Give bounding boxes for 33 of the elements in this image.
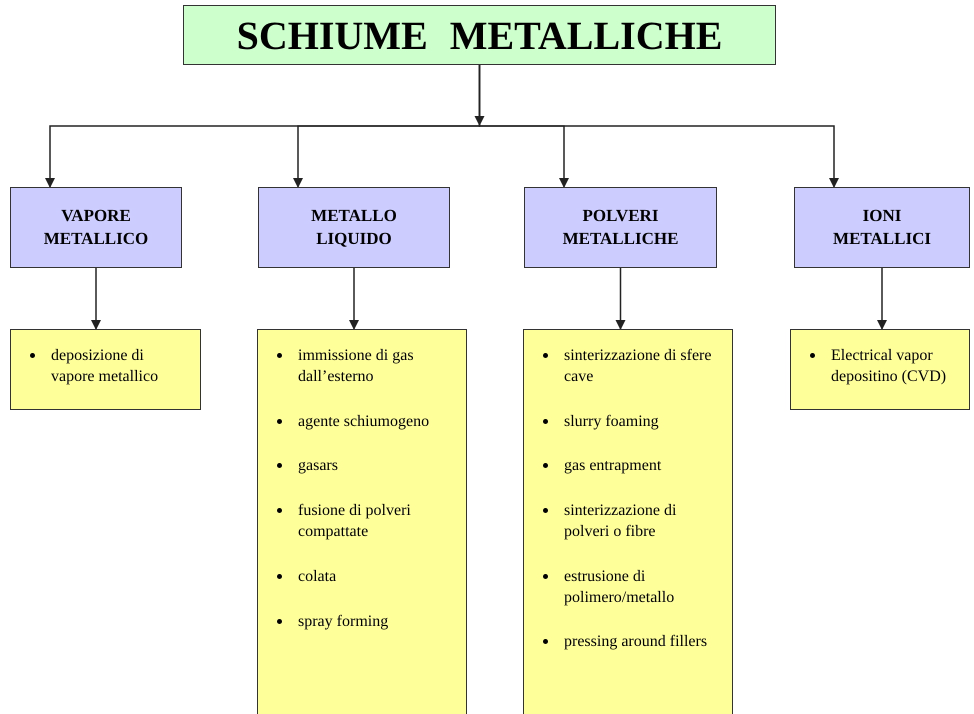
method-list-box [257,329,467,714]
title-text: SCHIUME METALLICHE [236,12,722,58]
list-item-text: fusione di polveri compattate [298,502,411,540]
list-item-text: pressing around fillers [564,633,708,650]
category-box [794,187,970,268]
arrow [616,268,626,330]
category-box [524,187,717,268]
list-item-text: deposizione di vapore metallico [51,347,158,385]
category-label: VAPORE METALLICO [42,205,150,250]
list-item-text: spray forming [298,612,388,630]
list-item-text: slurry foaming [564,412,659,430]
title-box [183,5,776,65]
category-box [258,187,450,268]
method-list-box [523,329,733,714]
category-box [10,187,182,268]
method-list-box [10,329,201,410]
category-label: POLVERI METALLICHE [562,205,680,250]
arrow [478,65,839,188]
arrow [91,268,101,330]
list-item-text: colata [298,568,336,585]
list-item-text: gasars [298,457,338,474]
arrow [349,268,359,330]
list-item-text: Electrical vapor depositino (CVD) [831,347,946,385]
method-list-box [790,329,970,410]
arrow [877,268,887,330]
list-item-text: gas entrapment [564,457,662,474]
category-label: IONI METALLICI [832,205,932,250]
list-item-text: immissione di gas dall’esterno [298,347,414,385]
list-item-text: estrusione di polimero/metallo [564,568,674,606]
list-item-text: sinterizzazione di polveri o fibre [564,502,676,540]
list-item-text: agente schiumogeno [298,412,430,430]
category-label: METALLO LIQUIDO [310,205,398,250]
list-item-text: sinterizzazione di sfere cave [564,347,712,385]
